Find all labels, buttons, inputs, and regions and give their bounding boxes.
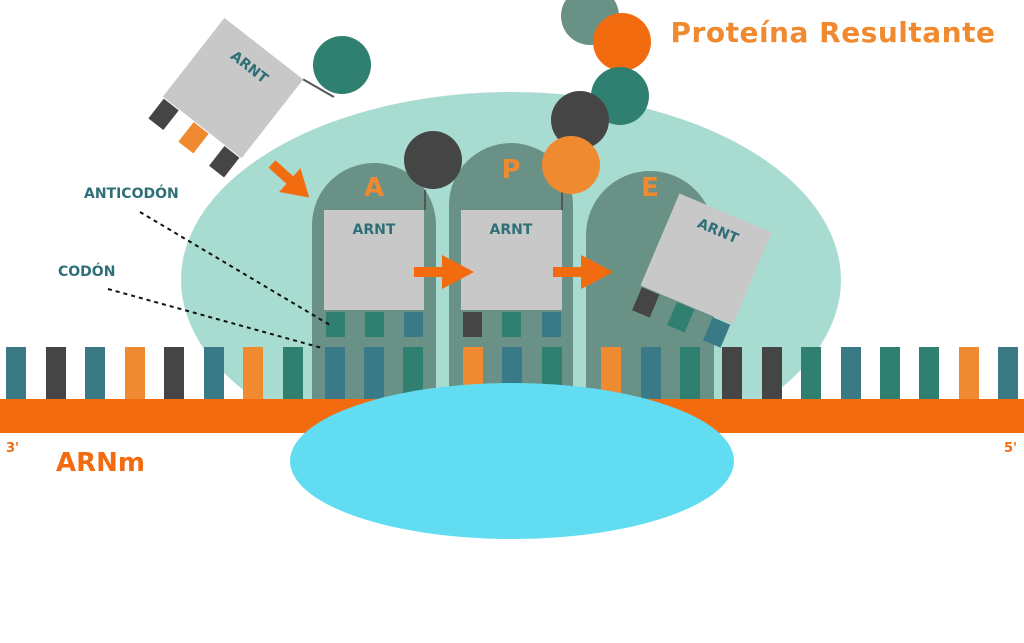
- codon-bar: [722, 347, 742, 399]
- codon-bar: [919, 347, 939, 399]
- trna-site-a: ARNT: [324, 190, 426, 337]
- codon-bars: [6, 347, 1018, 399]
- anticodon-bar: [209, 146, 240, 178]
- arrow-icon: [414, 255, 474, 289]
- five-prime-label: 5': [1004, 441, 1017, 456]
- amino-acid-chain: [404, 0, 651, 194]
- amino-acid: [542, 136, 600, 194]
- codon-bar: [125, 347, 145, 399]
- codon-label: CODÓN: [58, 262, 115, 280]
- anticodon-bar: [404, 312, 423, 337]
- arrow-icon: [553, 255, 613, 289]
- incoming-amino-acid: [313, 36, 371, 94]
- amino-acid: [593, 13, 651, 71]
- anticodon-bar: [542, 312, 561, 337]
- anticodon-bar: [463, 312, 482, 337]
- site-e-label: E: [641, 173, 659, 203]
- anticodon-bar: [178, 122, 209, 154]
- trna-label: ARNT: [490, 222, 533, 238]
- codon-bar: [998, 347, 1018, 399]
- codon-bar: [680, 347, 700, 399]
- codon-bar: [801, 347, 821, 399]
- trna-body: [640, 193, 772, 325]
- anticodon-bar: [326, 312, 345, 337]
- anticodon-bar: [667, 302, 695, 333]
- codon-bar: [601, 347, 621, 399]
- codon-bar: [46, 347, 66, 399]
- anticodon-pointer: [139, 211, 331, 326]
- codon-bar: [243, 347, 263, 399]
- trna-body: [324, 210, 424, 310]
- amino-acid: [404, 131, 462, 189]
- codon-bar: [641, 347, 661, 399]
- trna-body: [162, 17, 304, 159]
- site-a-label: A: [364, 173, 384, 203]
- codon-bar: [164, 347, 184, 399]
- movement-arrows: [268, 160, 613, 289]
- three-prime-label: 3': [6, 441, 19, 456]
- anticodon-bar: [148, 98, 179, 131]
- codon-bar: [6, 347, 26, 399]
- codon-bar: [959, 347, 979, 399]
- codon-bar: [85, 347, 105, 399]
- trna-stem: [302, 78, 335, 98]
- anticodon-label: ANTICODÓN: [84, 184, 179, 202]
- codon-bar: [762, 347, 782, 399]
- trna-incoming: ARNT: [148, 17, 335, 178]
- codon-bar: [364, 347, 384, 399]
- amino-acid: [551, 91, 609, 149]
- trna-body: [461, 210, 562, 310]
- anticodon-bar: [365, 312, 384, 337]
- anticodon-bar: [702, 317, 731, 348]
- site-p-label: P: [501, 155, 520, 185]
- codon-bar: [880, 347, 900, 399]
- anticodon-bar: [502, 312, 521, 337]
- codon-bar: [403, 347, 423, 399]
- codon-bar: [841, 347, 861, 399]
- ribosome-small-subunit: [290, 383, 734, 539]
- trna-label: ARNT: [353, 222, 396, 238]
- anticodon-bar: [632, 287, 660, 318]
- diagram-title: Proteína Resultante: [671, 16, 996, 49]
- codon-bar: [325, 347, 345, 399]
- codon-bar: [283, 347, 303, 399]
- arrow-icon: [268, 160, 310, 198]
- mrna-label: ARNm: [56, 448, 145, 478]
- trna-site-p: ARNT: [461, 190, 563, 337]
- trna-site-e: ARNT: [632, 193, 772, 348]
- codon-bar: [204, 347, 224, 399]
- codon-pointer: [107, 288, 323, 349]
